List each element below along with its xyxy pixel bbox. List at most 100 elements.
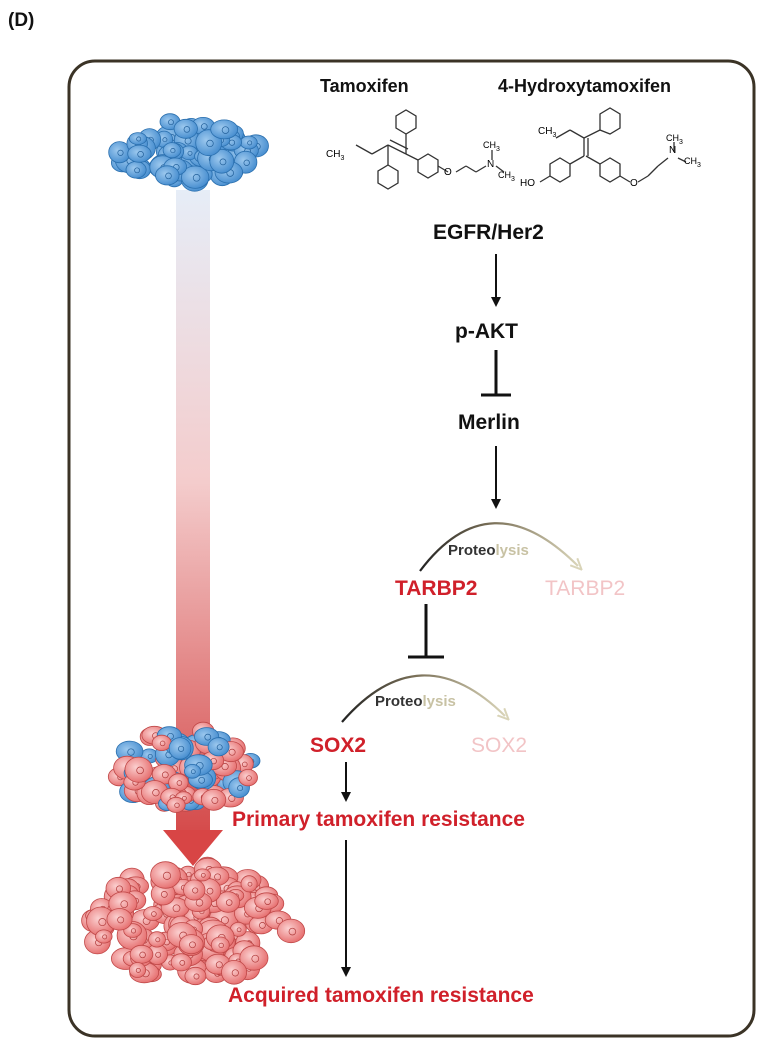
sensitive-cell — [207, 737, 230, 757]
node-sox2-degraded: SOX2 — [471, 734, 528, 757]
node-tarbp2-degraded: TARBP2 — [545, 577, 626, 600]
proteolysis-main-2: Proteo — [375, 693, 423, 710]
cell-nucleus — [206, 139, 214, 148]
cell-nucleus — [225, 899, 233, 906]
resistant-cell — [276, 918, 306, 944]
sensitive-cell-cluster — [108, 113, 269, 192]
cell-nucleus — [251, 954, 260, 963]
cell-nucleus — [215, 961, 223, 969]
resistant-cell — [254, 892, 279, 910]
resistant-cell — [215, 891, 241, 913]
cell-nucleus — [211, 796, 219, 804]
inhibit-tarbp2-sox2 — [408, 604, 444, 659]
cell-nucleus — [168, 119, 174, 126]
cell-nucleus — [204, 733, 212, 741]
cell-nucleus — [178, 745, 185, 752]
cell-nucleus — [192, 174, 201, 182]
resistant-cell — [143, 906, 163, 921]
cell-nucleus — [231, 969, 239, 977]
cell-nucleus — [192, 887, 199, 894]
cell-nucleus — [201, 123, 208, 130]
resistant-cell — [166, 796, 186, 813]
inhibit-pakt-merlin — [481, 350, 511, 397]
resistant-cell — [129, 944, 154, 964]
resistant-cell — [238, 768, 258, 787]
cell-nucleus — [172, 904, 181, 913]
cell-nucleus — [139, 951, 146, 959]
cell-nucleus — [206, 887, 214, 895]
cell-nucleus — [136, 136, 142, 142]
node-sox2: SOX2 — [310, 734, 367, 757]
outcome-acquired-resistance: Acquired tamoxifen resistance — [228, 984, 534, 1007]
cell-nucleus — [237, 785, 244, 792]
cell-nucleus — [221, 126, 230, 134]
cell-nucleus — [246, 775, 252, 781]
drug-4-hydroxytamoxifen: 4-Hydroxytamoxifen — [498, 76, 672, 96]
resistant-cell — [221, 959, 248, 985]
proteolysis-fade: lysis — [495, 542, 529, 559]
cell-nucleus — [189, 941, 196, 949]
mixed-cell-cluster — [107, 721, 261, 813]
tam-ch3-top: CH3 — [483, 140, 500, 153]
oht-ch3-right: CH3 — [684, 156, 701, 169]
cell-nucleus — [200, 872, 206, 878]
cell-nucleus — [176, 780, 183, 786]
cell-nucleus — [190, 769, 196, 775]
sensitive-cell — [168, 737, 192, 760]
cell-nucleus — [174, 802, 180, 808]
cell-nucleus — [136, 766, 144, 775]
resistant-cell — [194, 868, 211, 882]
oht-nitrogen: N — [669, 145, 677, 156]
cell-nucleus — [137, 151, 144, 158]
cell-nucleus — [228, 794, 236, 802]
cell-nucleus — [264, 898, 271, 905]
sensitive-cell — [128, 132, 147, 146]
resistant-cell — [170, 953, 192, 972]
cell-nucleus — [120, 900, 129, 909]
cell-nucleus — [117, 149, 124, 156]
cell-nucleus — [134, 167, 140, 174]
resistant-cell — [184, 966, 207, 986]
sensitive-cell — [162, 142, 182, 159]
cell-nucleus — [236, 927, 242, 933]
node-egfr-her2: EGFR/Her2 — [433, 221, 544, 244]
proteolysis-arc-sox2 — [341, 674, 505, 723]
cell-nucleus — [162, 871, 172, 880]
cell-nucleus — [179, 960, 186, 966]
sensitive-cell — [209, 149, 235, 174]
sensitive-cell — [181, 165, 210, 189]
oht-oxygen: O — [630, 178, 638, 189]
cell-nucleus — [228, 748, 236, 756]
sensitive-cell — [127, 144, 152, 163]
panel-label: (D) — [8, 10, 35, 31]
outcome-primary-resistance: Primary tamoxifen resistance — [232, 808, 525, 831]
cell-nucleus — [187, 150, 193, 156]
cell-nucleus — [242, 761, 248, 768]
cell-nucleus — [195, 898, 204, 907]
cell-nucleus — [152, 789, 160, 797]
node-tarbp2: TARBP2 — [395, 577, 478, 600]
resistant-cell — [106, 908, 133, 931]
hydroxytamoxifen-structure — [539, 107, 687, 183]
proteolysis-arc-tarbp2 — [419, 522, 578, 572]
cell-nucleus — [221, 763, 229, 771]
cell-nucleus — [183, 126, 191, 133]
resistant-cell — [128, 962, 147, 978]
node-p-akt: p-AKT — [455, 320, 518, 343]
resistant-cell — [148, 931, 166, 948]
cell-nucleus — [161, 771, 169, 779]
cell-nucleus — [247, 881, 253, 887]
cell-nucleus — [214, 873, 222, 881]
sensitive-cell — [239, 135, 258, 150]
oht-ho: HO — [520, 178, 535, 189]
resistant-cell — [95, 929, 113, 944]
cell-nucleus — [102, 934, 108, 940]
proteolysis-fade-2: lysis — [422, 693, 456, 710]
cell-nucleus — [170, 148, 176, 154]
sensitive-cell — [125, 161, 147, 179]
sensitive-cell — [210, 119, 239, 140]
cell-nucleus — [162, 137, 168, 143]
proteolysis-main: Proteo — [448, 542, 496, 559]
cell-nucleus — [155, 937, 161, 943]
